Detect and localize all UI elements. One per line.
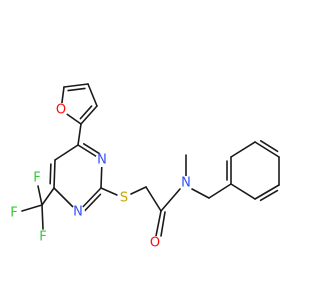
bond-CH2-phenyl	[208, 183, 232, 199]
bond-pyr-S	[100, 187, 118, 196]
label-O-carbonyl: O	[150, 236, 160, 251]
bond-phenyl-1	[254, 184, 280, 200]
atom-pyrimidine-nitrogen-top: N	[95, 153, 109, 168]
chemical-structure-drawing: O N N S N O F F F	[7, 83, 280, 251]
atom-amide-nitrogen: N	[179, 176, 193, 191]
bond-furan-C3-C4	[87, 83, 98, 107]
label-F-left: F	[10, 206, 17, 221]
bond-carbonyl-N	[160, 188, 181, 212]
bond-phenyl-3-second	[259, 140, 279, 153]
bond-pyr-C6-C5	[53, 159, 56, 189]
molecule-canvas: O N N S N O F F F	[7, 83, 280, 251]
bond-furan-C4-C5-second	[67, 87, 86, 92]
bond-pyr-CF3	[41, 187, 55, 206]
atom-fluorine-left: F	[7, 206, 21, 221]
atom-fluorine-bottom: F	[36, 230, 50, 245]
atom-carbonyl-oxygen: O	[148, 236, 162, 251]
bond-furan-C2-C3-second	[79, 105, 93, 120]
bond-C-F-left	[21, 204, 43, 212]
label-F-top: F	[33, 171, 40, 186]
label-furan-O: O	[56, 103, 66, 118]
atom-label-layer: O N N S N O F F F	[7, 103, 193, 251]
bond-pyr-C5-C4	[54, 144, 79, 161]
bond-phenyl-4	[230, 141, 256, 158]
bond-CH2-carbonyl	[145, 186, 162, 212]
bond-C-O-2	[160, 211, 166, 237]
bond-furan-C2-C3	[80, 105, 98, 125]
bond-C-O-1	[155, 210, 162, 237]
bond-C-F-bottom	[41, 204, 44, 230]
atom-fluorine-top: F	[30, 171, 44, 186]
atom-sulfur: S	[117, 191, 131, 206]
bond-S-CH2	[130, 186, 147, 195]
label-N-bottom: N	[73, 205, 83, 220]
bond-furan-pyrimidine	[77, 123, 82, 146]
bond-pyr-C2-N1-second	[83, 193, 102, 212]
bond-pyr-C6-C5-second	[49, 163, 52, 185]
bond-phenyl-0	[230, 183, 256, 200]
label-N-top: N	[97, 153, 107, 168]
atom-pyrimidine-nitrogen-bottom: N	[71, 205, 85, 220]
atom-furan-oxygen: O	[54, 103, 68, 118]
label-N-amide: N	[181, 176, 191, 191]
label-F-bottom: F	[39, 230, 46, 245]
bond-C-F-top	[37, 185, 43, 206]
label-S: S	[120, 191, 128, 206]
bond-furan-C4-C5	[63, 83, 89, 88]
bond-phenyl-3	[254, 141, 280, 158]
bond-N-CH2	[191, 188, 210, 199]
bond-phenyl-1-second	[259, 189, 279, 202]
bond-pyr-C4-N3-second	[82, 143, 102, 156]
bond-layer	[21, 83, 280, 237]
